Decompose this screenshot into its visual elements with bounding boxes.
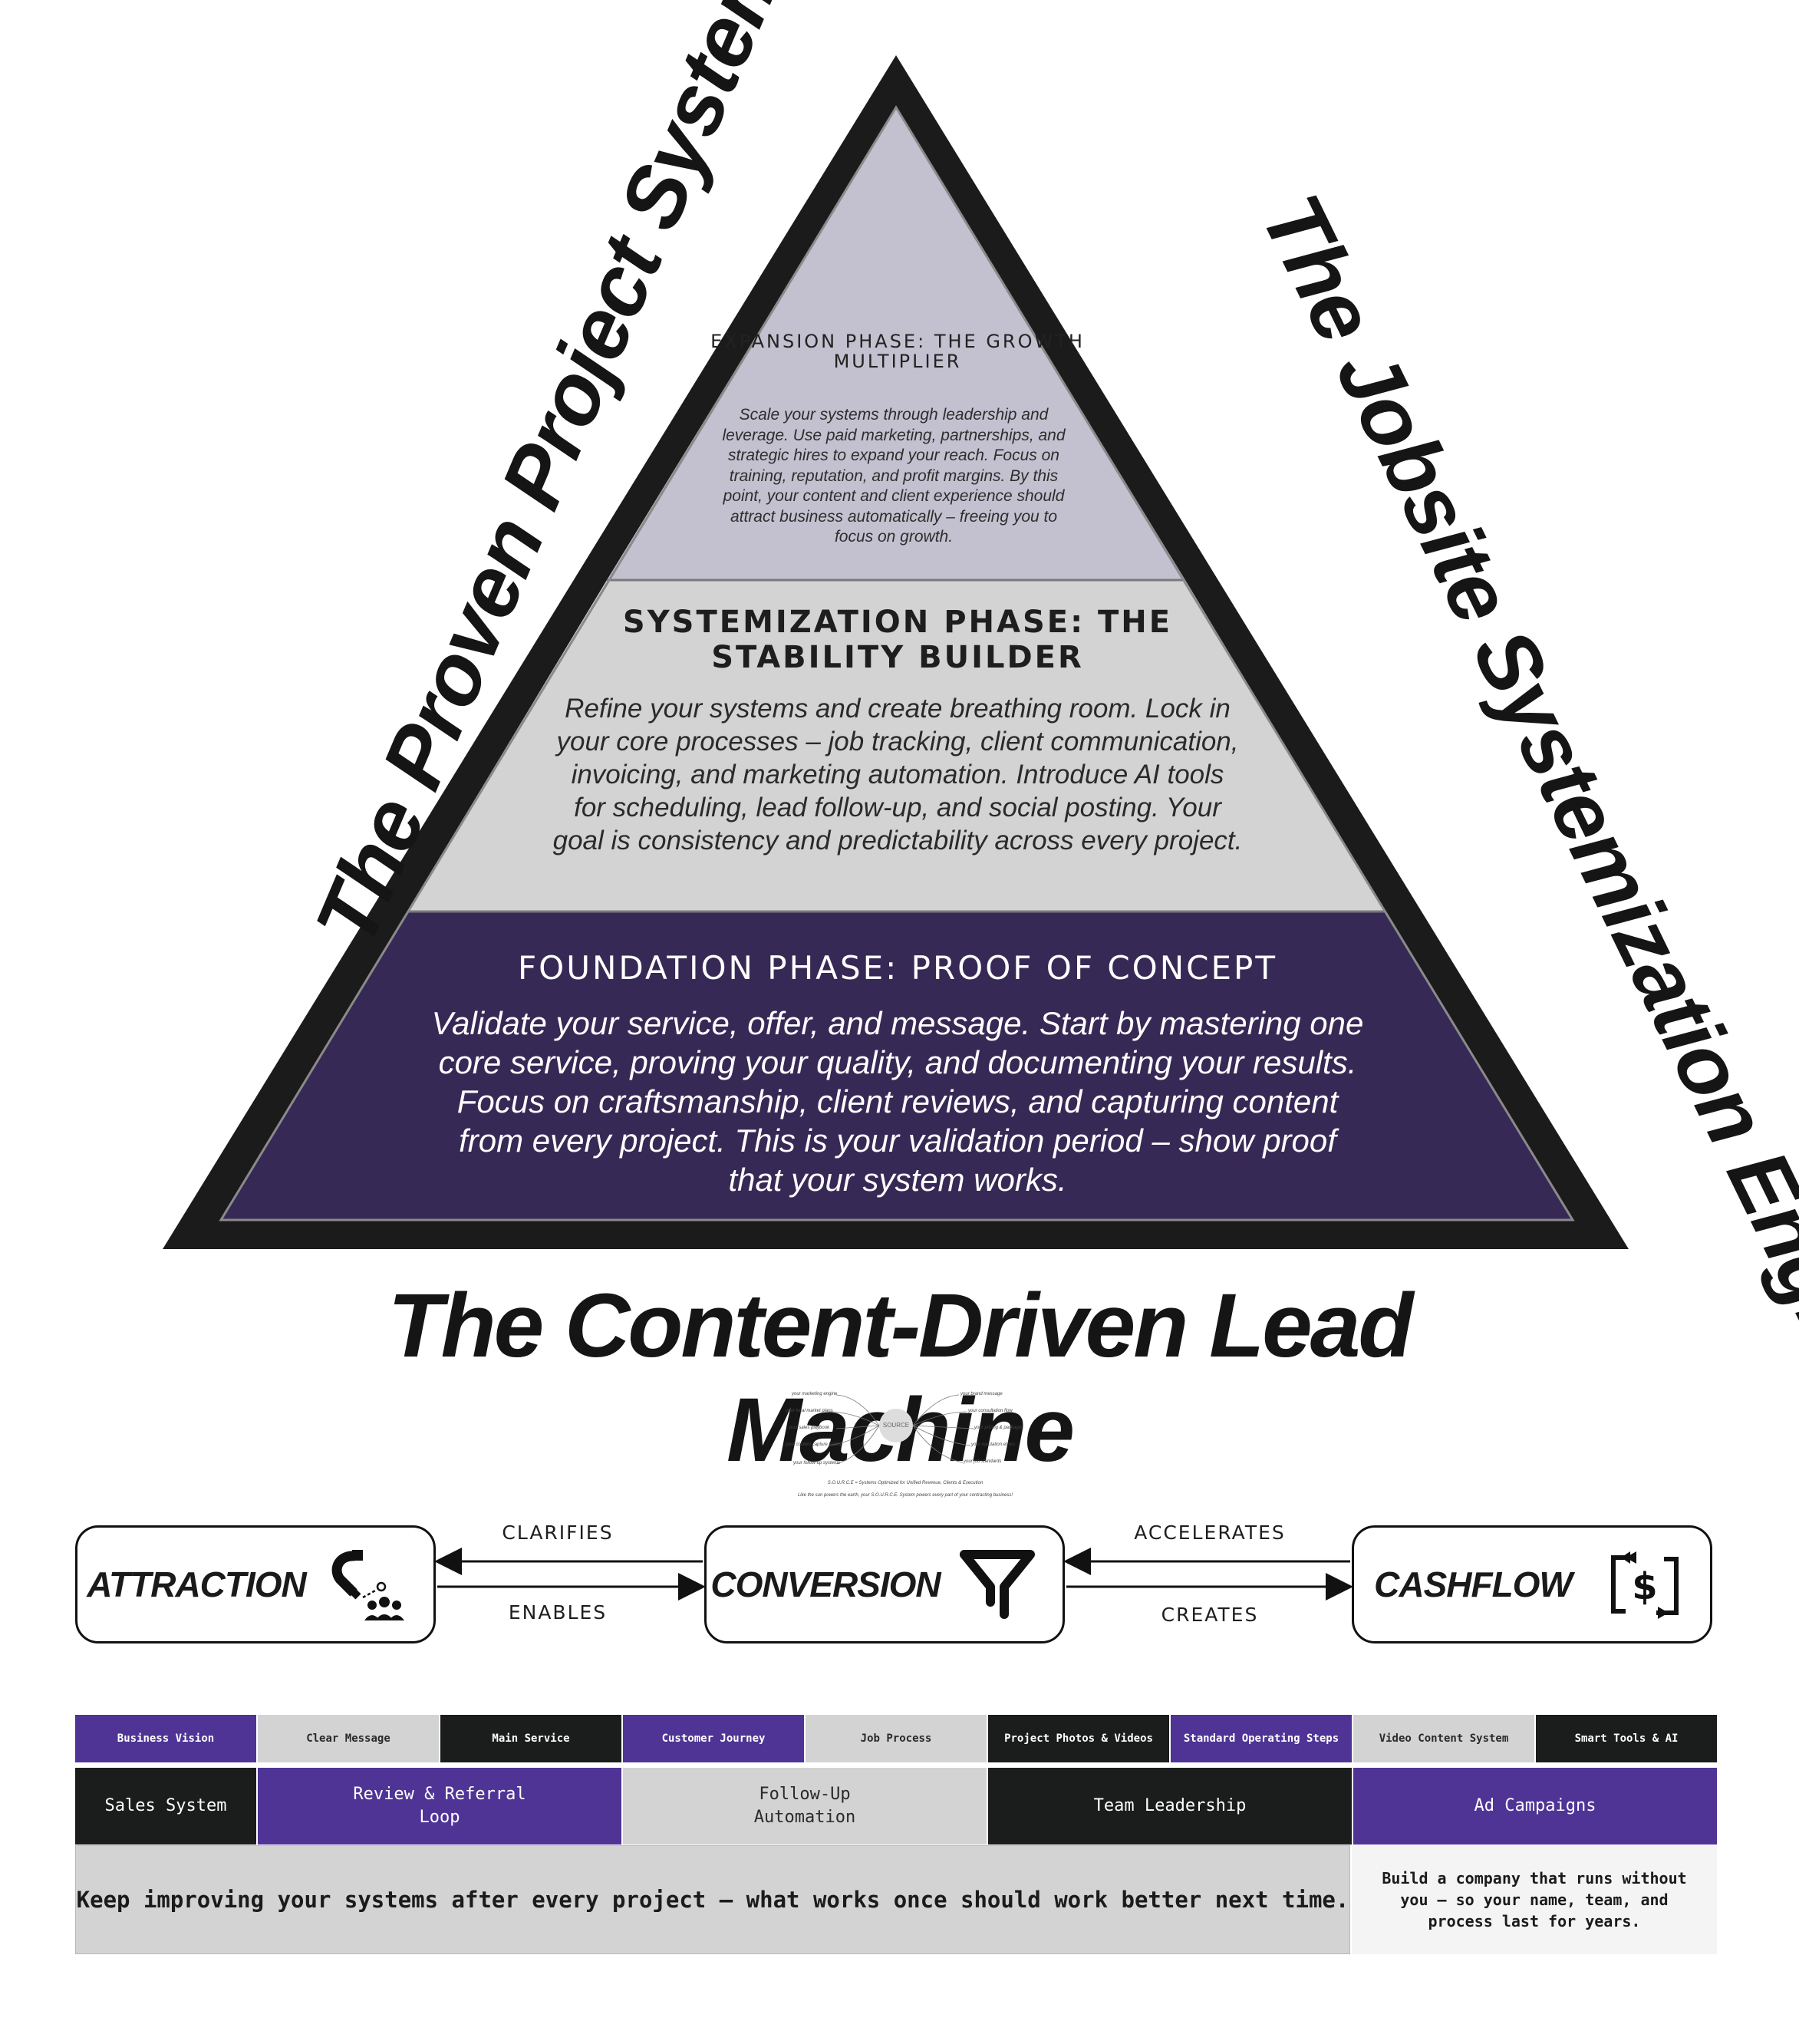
grid-cell-project-photos-videos: Project Photos & Videos	[988, 1715, 1169, 1762]
tier-systemization	[407, 580, 1385, 912]
source-mini-diagram: SOURCE your marketing engine your local …	[786, 1381, 1024, 1508]
build-company-note: Build a company that runs without you — …	[1352, 1845, 1717, 1954]
pyramid-diagram	[163, 55, 1629, 1249]
source-left-label: your content capture habits	[786, 1442, 842, 1447]
tier-foundation	[221, 912, 1573, 1220]
cashflow-label: CASHFLOW	[1374, 1564, 1573, 1604]
grid-cell-smart-tools-ai: Smart Tools & AI	[1536, 1715, 1717, 1762]
grid-cell-standard-operating-steps: Standard Operating Steps	[1171, 1715, 1352, 1762]
source-center-node: SOURCE	[879, 1409, 913, 1442]
grid-cell-main-service: Main Service	[440, 1715, 621, 1762]
grid-cell-sales-system: Sales System	[75, 1768, 256, 1845]
source-left-label: your local market plans	[786, 1409, 833, 1413]
cashflow-box: CASHFLOW $	[1352, 1525, 1712, 1643]
grid-cell-follow-up-automation: Follow-Up Automation	[623, 1768, 987, 1845]
source-right-label: your consultation flow	[968, 1409, 1013, 1413]
source-right-label: your reputation ethics	[971, 1442, 1016, 1447]
attraction-label: ATTRACTION	[87, 1564, 307, 1604]
lead-machine-title: The Content-Driven Lead Machine	[387, 1275, 1414, 1481]
foundation-phase-body: Validate your service, offer, and messag…	[431, 1005, 1364, 1198]
source-left-label: your follow-up systems	[793, 1461, 841, 1465]
systemization-phase-heading: SYSTEMIZATION PHASE: THE STABILITY BUILD…	[622, 605, 1173, 675]
expansion-phase-heading: EXPANSION PHASE: THE GROWTH MULTIPLIER	[710, 331, 1085, 372]
connector-enables: ENABLES	[508, 1601, 608, 1624]
source-left-label: your marketing engine	[792, 1392, 838, 1396]
source-caption: S.O.U.R.C.E = Systems Optimized for Unif…	[827, 1481, 984, 1485]
grid-cell-team-leadership: Team Leadership	[988, 1768, 1352, 1845]
svg-text:$: $	[1632, 1565, 1657, 1608]
source-right-label: your pricing & packages	[974, 1426, 1024, 1430]
keep-improving-note: Keep improving your systems after every …	[75, 1845, 1350, 1954]
grid-cell-video-content-system: Video Content System	[1353, 1715, 1534, 1762]
foundation-phase-heading: FOUNDATION PHASE: PROOF OF CONCEPT	[517, 949, 1277, 987]
connector-accelerates: ACCELERATES	[1134, 1521, 1286, 1544]
systemization-phase-body: Refine your systems and create breathing…	[552, 694, 1243, 856]
source-right-label: your job standards	[964, 1459, 1002, 1464]
tier-expansion	[607, 107, 1185, 580]
grid-cell-clear-message: Clear Message	[258, 1715, 439, 1762]
attraction-box: ATTRACTION	[75, 1525, 436, 1643]
grid-cell-business-vision: Business Vision	[75, 1715, 256, 1762]
connector-creates: CREATES	[1161, 1604, 1259, 1626]
source-connector-lines	[828, 1394, 975, 1465]
expansion-phase-body: Scale your systems through leadership an…	[722, 406, 1066, 546]
money-exchange-icon: $	[1611, 1551, 1679, 1619]
grid-cell-ad-campaigns: Ad Campaigns	[1353, 1768, 1717, 1845]
grid-cell-customer-journey: Customer Journey	[623, 1715, 804, 1762]
connector-clarifies: CLARIFIES	[502, 1521, 614, 1544]
source-right-label: your brand message	[960, 1392, 1003, 1396]
source-left-label: your sales playbook	[789, 1426, 830, 1430]
magnet-people-icon	[331, 1550, 404, 1620]
funnel-icon	[960, 1550, 1035, 1619]
source-caption-secondary: Like the sun powers the earth, your S.O.…	[797, 1493, 1013, 1498]
grid-cell-job-process: Job Process	[806, 1715, 987, 1762]
grid-cell-review-referral-loop: Review & Referral Loop	[258, 1768, 621, 1845]
conversion-box: CONVERSION	[704, 1525, 1065, 1643]
conversion-label: CONVERSION	[710, 1564, 941, 1604]
